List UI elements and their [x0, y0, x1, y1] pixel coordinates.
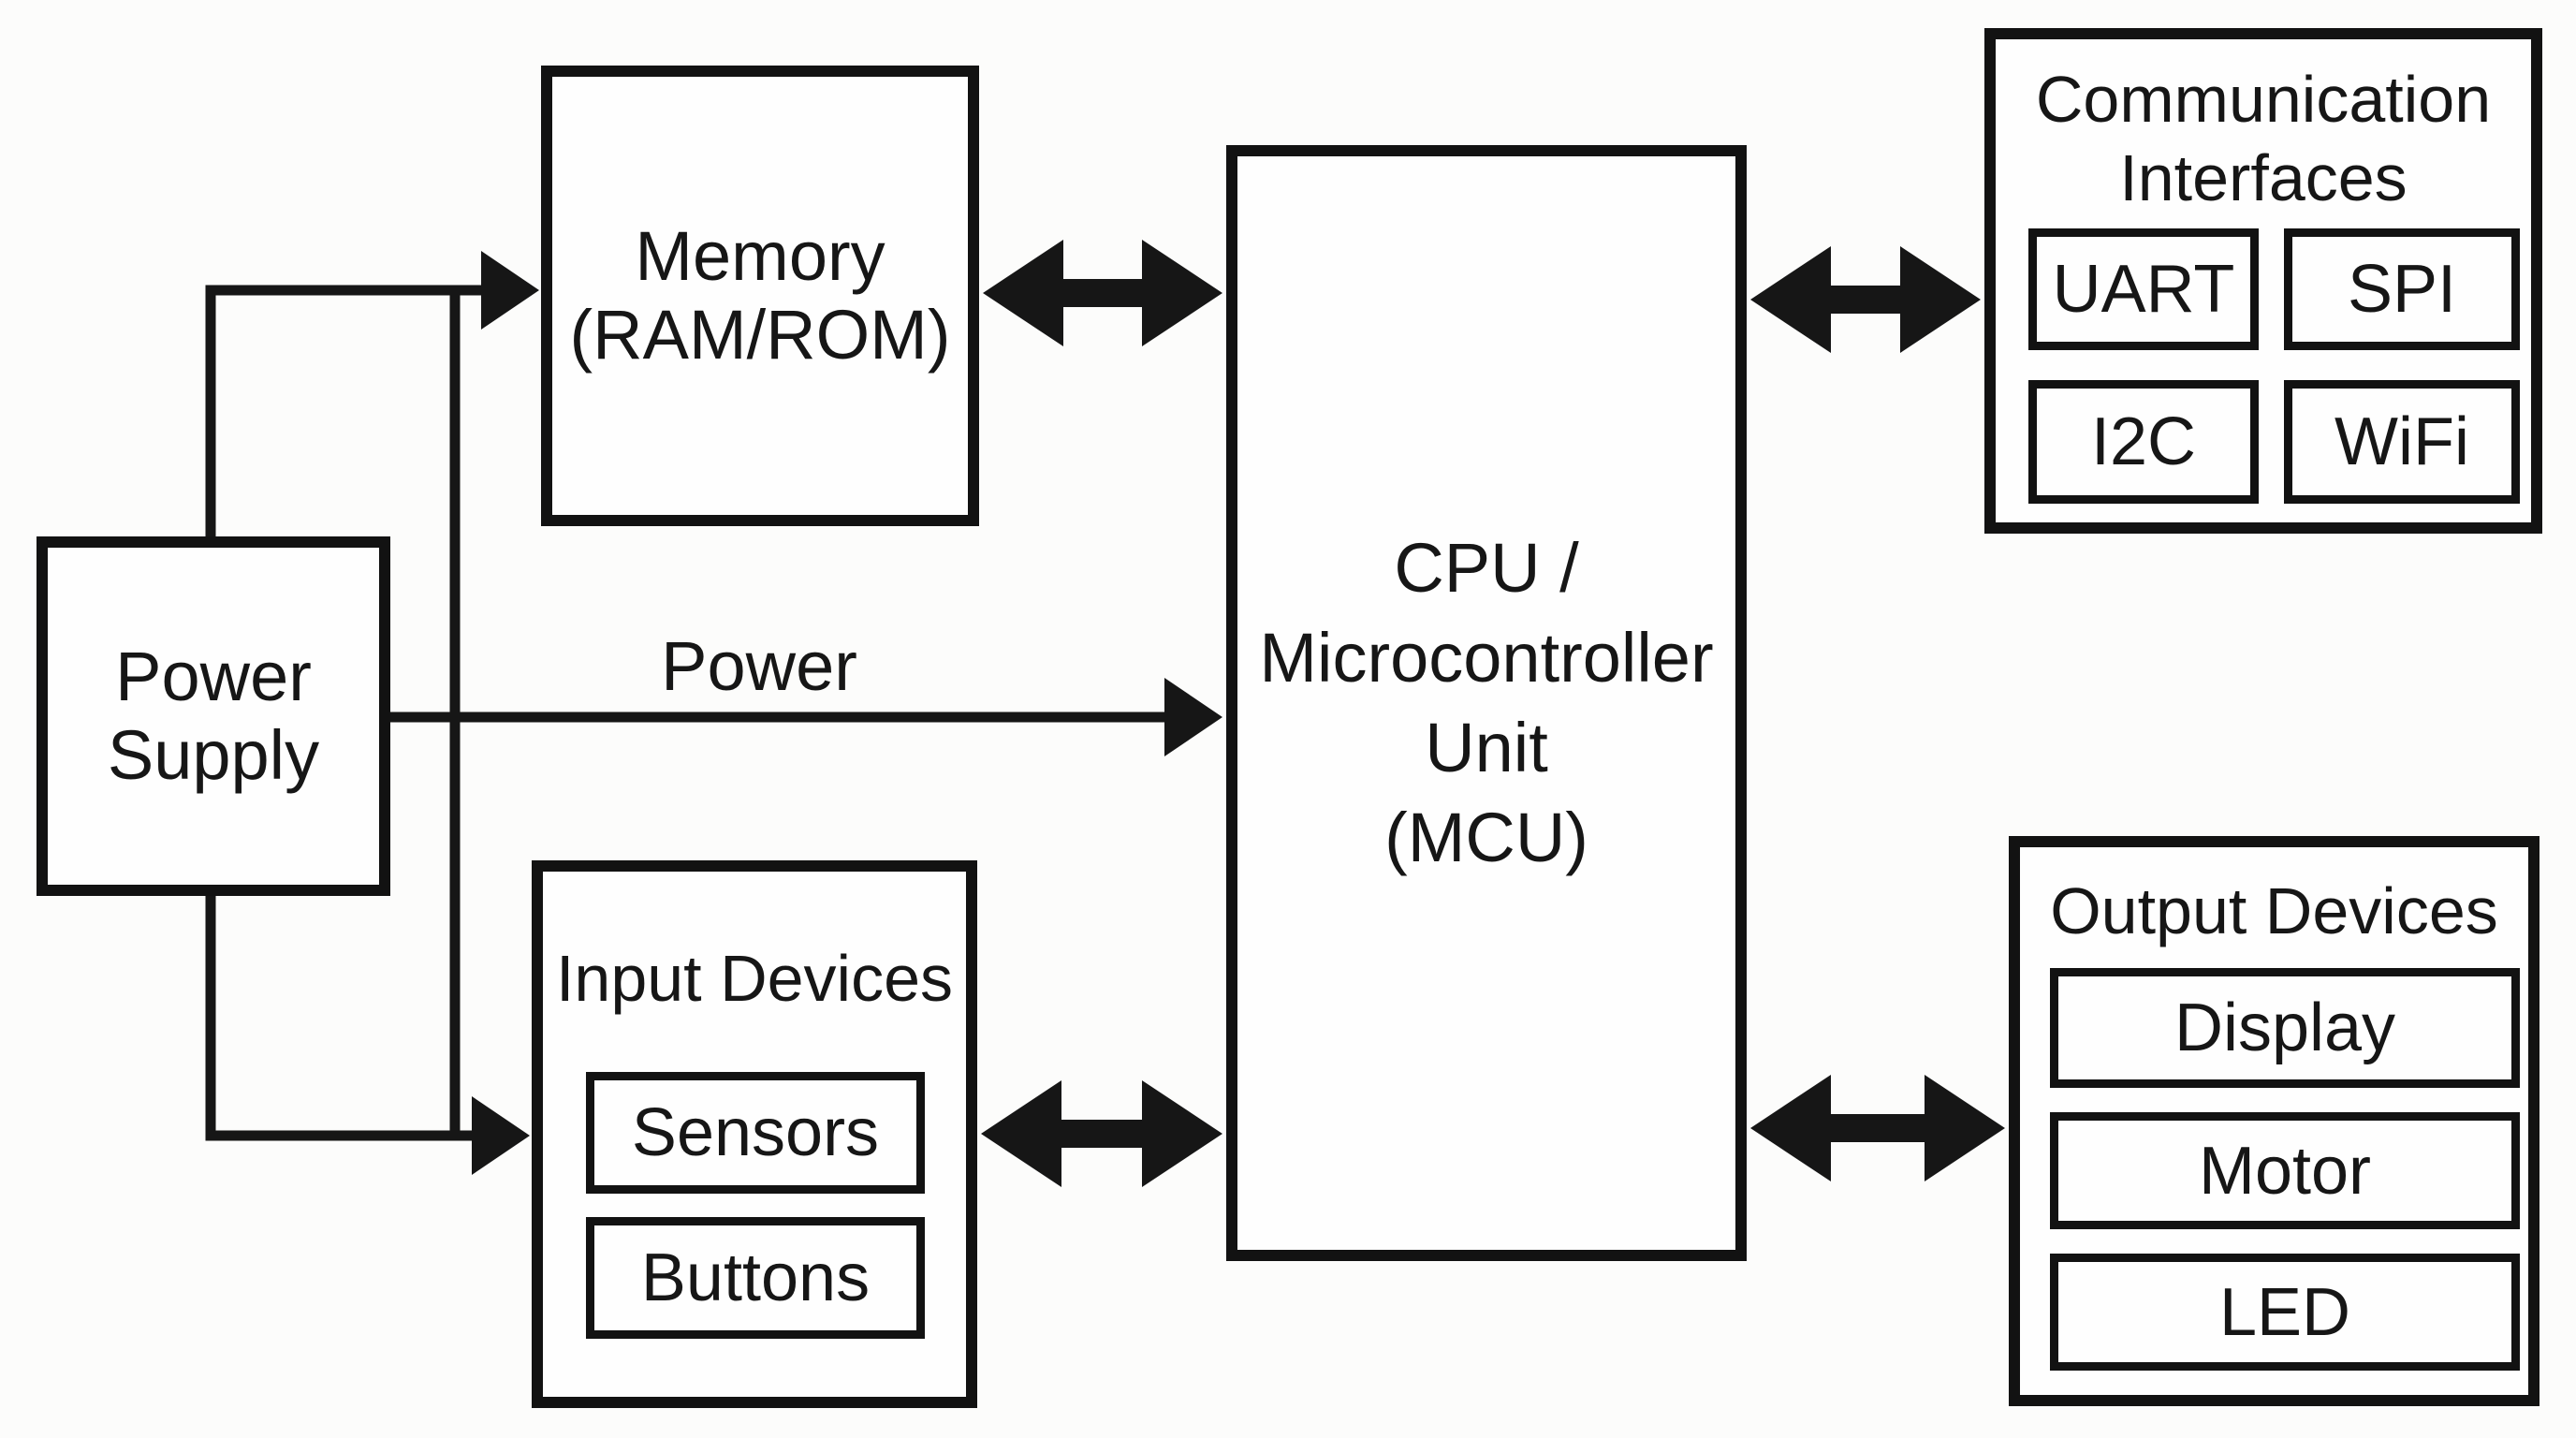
wire-power-to-input	[205, 896, 474, 1141]
output-devices-box: Output Devices Display Motor LED	[2009, 836, 2539, 1406]
uart-label: UART	[2052, 252, 2235, 327]
led-box: LED	[2050, 1254, 2520, 1371]
communication-title-line2: Interfaces	[2119, 141, 2408, 214]
sensors-label: Sensors	[631, 1095, 880, 1170]
power-edge-label: Power	[661, 627, 857, 705]
arrowhead-into-cpu	[1164, 678, 1222, 756]
buttons-label: Buttons	[640, 1240, 871, 1315]
uart-box: UART	[2028, 228, 2259, 350]
cpu-label-line4: (MCU)	[1384, 799, 1588, 876]
memory-label-line2: (RAM/ROM)	[569, 296, 951, 374]
cpu-label-line2: Microcontroller	[1259, 619, 1714, 697]
motor-box: Motor	[2050, 1112, 2520, 1229]
wifi-box: WiFi	[2284, 380, 2520, 504]
communication-title-line1: Communication	[2035, 63, 2492, 136]
cpu-label-line1: CPU /	[1394, 529, 1579, 607]
power-supply-box: Power Supply	[37, 536, 390, 896]
i2c-label: I2C	[2090, 404, 2197, 479]
display-label: Display	[2174, 990, 2396, 1065]
cpu-box: CPU / Microcontroller Unit (MCU)	[1226, 145, 1747, 1261]
bus-arrow-input-cpu	[981, 1080, 1222, 1187]
power-supply-label-line1: Power	[115, 638, 312, 715]
input-devices-title: Input Devices	[555, 942, 954, 1015]
input-devices-box: Input Devices Sensors Buttons	[532, 860, 977, 1408]
arrowhead-into-memory	[481, 251, 539, 330]
arrowhead-into-input	[472, 1096, 530, 1175]
spi-box: SPI	[2284, 228, 2520, 350]
display-box: Display	[2050, 968, 2520, 1088]
motor-label: Motor	[2198, 1133, 2372, 1209]
communication-interfaces-box: Communication Interfaces UART SPI I2C Wi…	[1984, 28, 2542, 534]
bus-arrow-cpu-output	[1750, 1075, 2005, 1181]
buttons-box: Buttons	[586, 1217, 925, 1339]
memory-box: Memory (RAM/ROM)	[541, 66, 979, 526]
cpu-label-line3: Unit	[1425, 709, 1548, 786]
memory-label-line1: Memory	[635, 217, 886, 295]
sensors-box: Sensors	[586, 1072, 925, 1194]
wire-power-to-memory	[205, 285, 483, 536]
bus-arrow-cpu-comm	[1750, 246, 1981, 353]
i2c-box: I2C	[2028, 380, 2259, 504]
led-label: LED	[2218, 1274, 2351, 1350]
bus-arrow-memory-cpu	[983, 240, 1222, 346]
power-supply-label-line2: Supply	[107, 716, 320, 794]
spi-label: SPI	[2347, 252, 2457, 327]
wifi-label: WiFi	[2334, 404, 2469, 479]
output-devices-title: Output Devices	[2050, 874, 2498, 947]
